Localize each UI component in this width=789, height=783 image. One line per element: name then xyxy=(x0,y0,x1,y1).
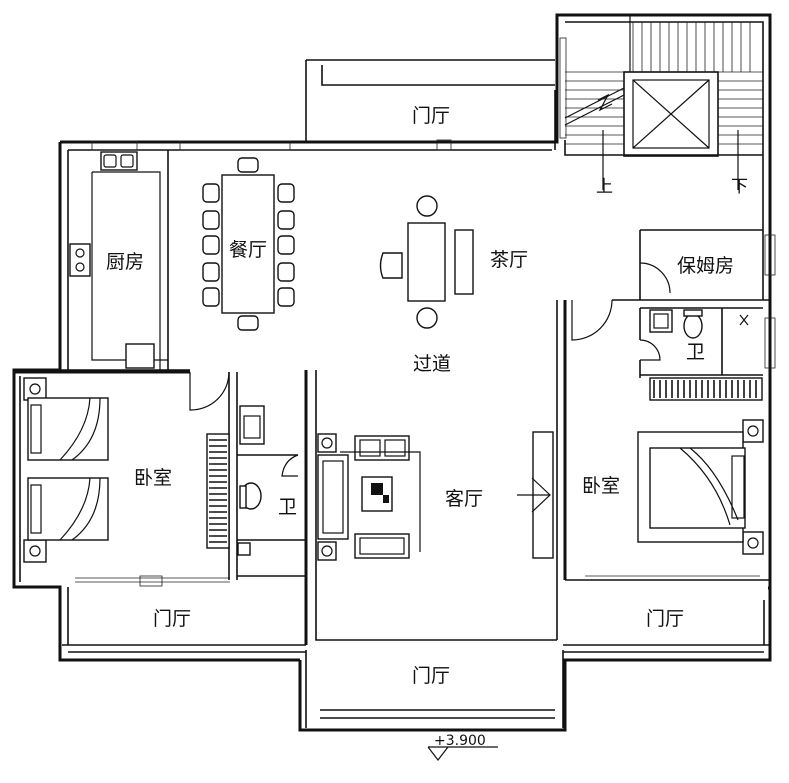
room-label-living-room: 客厅 xyxy=(445,488,483,510)
room-label-bath-left: 卫 xyxy=(278,496,297,518)
interior-walls xyxy=(14,90,770,645)
dining-table xyxy=(202,157,295,331)
dining-chair xyxy=(277,262,295,282)
dining-chair xyxy=(277,287,295,307)
left-bath-fixtures xyxy=(237,405,299,556)
stair-down-label: 下 xyxy=(731,177,748,197)
room-label-tea-room: 茶厅 xyxy=(490,249,528,271)
room-label-corridor: 过道 xyxy=(413,353,451,375)
living-furniture xyxy=(317,431,554,561)
stair-core xyxy=(564,15,763,190)
stair-up-label: 上 xyxy=(596,177,613,197)
dining-chair xyxy=(202,287,220,307)
level-marker xyxy=(427,746,498,761)
level-mark: +3.900 xyxy=(434,733,486,749)
dining-chair xyxy=(202,262,220,282)
doors xyxy=(189,262,671,411)
dining-chair xyxy=(237,315,259,331)
room-label-bath-right: 卫 xyxy=(686,341,705,363)
dining-chair xyxy=(202,235,220,255)
room-label-nanny-room: 保姆房 xyxy=(677,255,734,277)
room-label-foyer-bottom: 门厅 xyxy=(412,665,450,687)
room-label-bedroom-right: 卧室 xyxy=(582,475,620,497)
windows xyxy=(75,37,776,587)
room-label-foyer-left: 门厅 xyxy=(153,608,191,630)
dining-chair xyxy=(202,183,220,203)
right-bath-fixtures xyxy=(649,309,749,339)
dining-chair xyxy=(277,183,295,203)
room-label-foyer-right: 门厅 xyxy=(646,608,684,630)
room-label-bedroom-left: 卧室 xyxy=(134,467,172,489)
room-label-foyer-top: 门厅 xyxy=(412,105,450,127)
room-label-dining: 餐厅 xyxy=(229,239,267,261)
tea-furniture xyxy=(379,195,474,329)
kitchen-counter xyxy=(69,151,168,370)
dining-chair xyxy=(237,157,259,173)
room-label-kitchen: 厨房 xyxy=(106,251,144,273)
left-bedroom-furniture xyxy=(23,377,230,563)
right-bedroom-furniture xyxy=(637,377,764,555)
dining-chair xyxy=(202,210,220,230)
dining-chair xyxy=(277,210,295,230)
dining-chair xyxy=(277,235,295,255)
